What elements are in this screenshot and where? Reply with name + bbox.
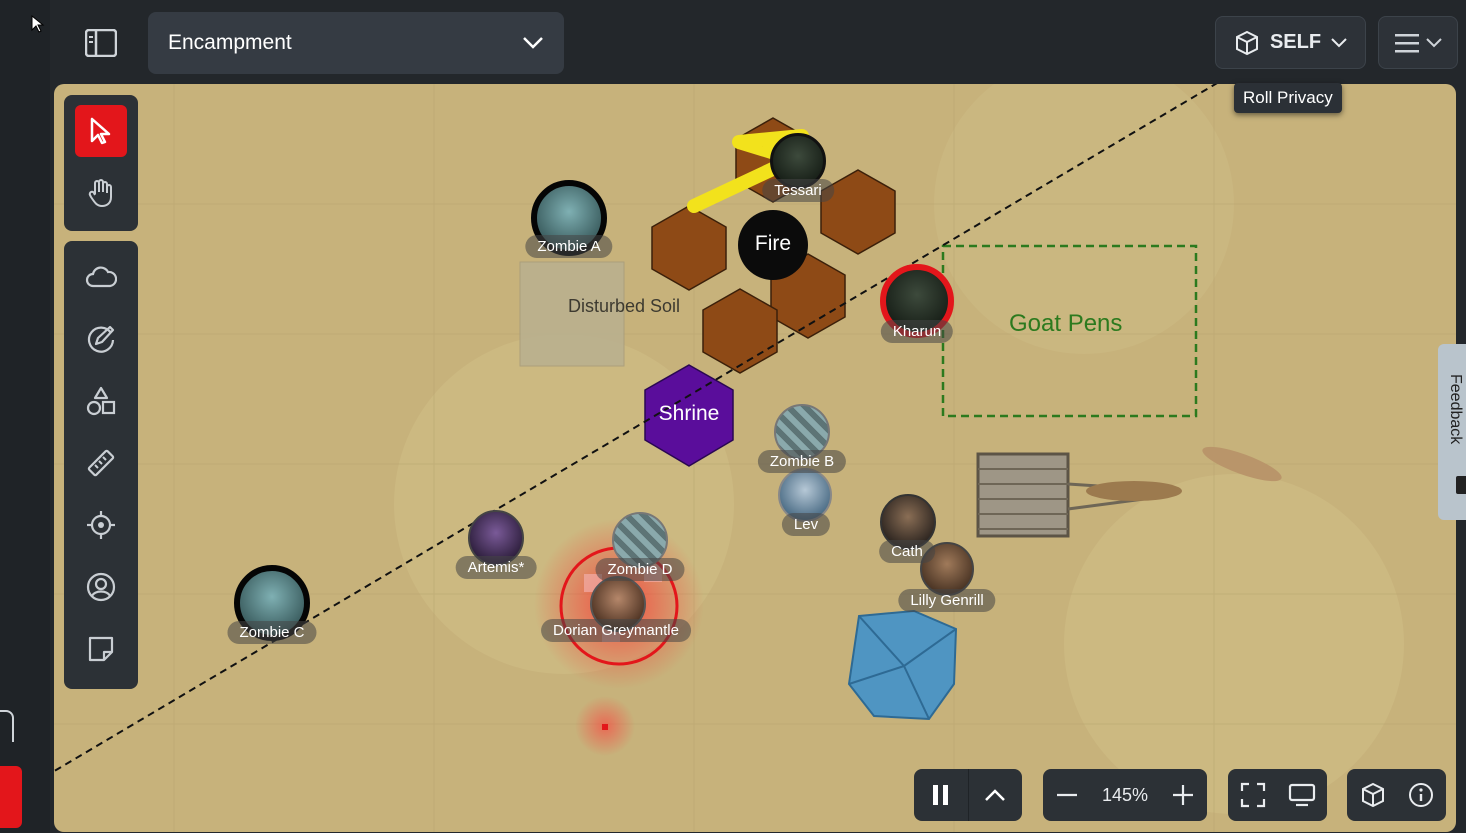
fog-tool[interactable] bbox=[75, 251, 127, 303]
roll-privacy-tooltip: Roll Privacy bbox=[1234, 83, 1342, 113]
zoom-group: 145% bbox=[1043, 769, 1207, 821]
chevron-down-icon bbox=[1426, 37, 1442, 47]
token-label-cath: Cath bbox=[879, 540, 935, 563]
cube-icon bbox=[1235, 30, 1258, 55]
crosshair-icon bbox=[87, 511, 115, 539]
disturbed-soil-label: Disturbed Soil bbox=[568, 296, 681, 316]
ruler-icon bbox=[87, 449, 115, 477]
pencil-circle-icon bbox=[87, 325, 115, 353]
main-menu-button[interactable] bbox=[1378, 16, 1458, 69]
map-background bbox=[54, 84, 1456, 832]
user-circle-icon bbox=[86, 572, 116, 602]
token-label-zombie-b: Zombie B bbox=[757, 450, 847, 473]
collapsed-panel-tab[interactable] bbox=[0, 766, 22, 828]
draw-tool[interactable] bbox=[75, 313, 127, 365]
playback-group bbox=[914, 769, 1022, 821]
pan-tool[interactable] bbox=[75, 167, 127, 219]
note-tool[interactable] bbox=[75, 623, 127, 675]
pause-button[interactable] bbox=[914, 769, 969, 821]
token-label-zombie-a: Zombie A bbox=[525, 235, 613, 258]
zoom-out-button[interactable] bbox=[1055, 783, 1079, 807]
cube-icon[interactable] bbox=[1360, 782, 1386, 808]
pause-icon bbox=[932, 785, 948, 805]
shapes-icon bbox=[86, 386, 116, 416]
chevron-down-icon bbox=[523, 37, 543, 49]
token-label-kharun: Kharun bbox=[880, 320, 954, 343]
map-canvas[interactable]: Disturbed Soil Goat Pens Fire Shrine Tes… bbox=[54, 84, 1456, 832]
cursor-arrow-icon bbox=[90, 117, 111, 145]
token-label-artemis: Artemis* bbox=[455, 556, 537, 579]
sidebar-toggle-icon[interactable] bbox=[84, 26, 118, 60]
monitor-icon[interactable] bbox=[1288, 783, 1316, 807]
tool-group-navigation bbox=[64, 95, 138, 231]
pointer-tool[interactable] bbox=[75, 499, 127, 551]
mouse-cursor-icon bbox=[31, 14, 45, 33]
left-strip bbox=[0, 0, 50, 833]
cloud-icon bbox=[85, 266, 117, 288]
chevron-down-icon bbox=[1331, 37, 1347, 47]
hand-icon bbox=[88, 179, 112, 207]
character-tool[interactable] bbox=[75, 561, 127, 613]
token-label-lilly-genrill: Lilly Genrill bbox=[898, 589, 996, 612]
info-icon[interactable] bbox=[1408, 782, 1434, 808]
token-label-dorian-greymantle: Dorian Greymantle bbox=[541, 619, 691, 642]
feedback-icon bbox=[1456, 476, 1466, 494]
view-group bbox=[1228, 769, 1327, 821]
measure-tool[interactable] bbox=[75, 437, 127, 489]
collapsed-panel-icon[interactable] bbox=[0, 710, 14, 742]
fire-label: Fire bbox=[754, 232, 792, 255]
scene-selector[interactable]: Encampment bbox=[148, 12, 564, 74]
info-group bbox=[1347, 769, 1446, 821]
scene-selector-value: Encampment bbox=[168, 31, 292, 54]
fit-screen-icon[interactable] bbox=[1240, 782, 1266, 808]
note-icon bbox=[88, 636, 114, 662]
token-label-tessari: Tessari bbox=[762, 179, 834, 202]
tool-group-drawing bbox=[64, 241, 138, 689]
token-label-lev: Lev bbox=[781, 513, 831, 536]
feedback-label: Feedback bbox=[1447, 374, 1464, 445]
shape-tool[interactable] bbox=[75, 375, 127, 427]
hamburger-icon bbox=[1395, 33, 1419, 52]
token-label-zombie-d: Zombie D bbox=[595, 558, 685, 581]
roll-privacy-label: SELF bbox=[1269, 31, 1322, 53]
goat-pens-label: Goat Pens bbox=[1009, 310, 1123, 337]
feedback-tab[interactable]: Feedback bbox=[1438, 344, 1466, 520]
roll-privacy-button[interactable]: SELF bbox=[1215, 16, 1366, 69]
expand-up-button[interactable] bbox=[969, 769, 1023, 821]
zoom-in-button[interactable] bbox=[1171, 783, 1195, 807]
shrine-label: Shrine bbox=[658, 402, 720, 425]
chevron-up-icon bbox=[985, 789, 1006, 801]
select-tool[interactable] bbox=[75, 105, 127, 157]
token-label-zombie-c: Zombie C bbox=[227, 621, 317, 644]
zoom-level: 145% bbox=[1101, 784, 1149, 805]
